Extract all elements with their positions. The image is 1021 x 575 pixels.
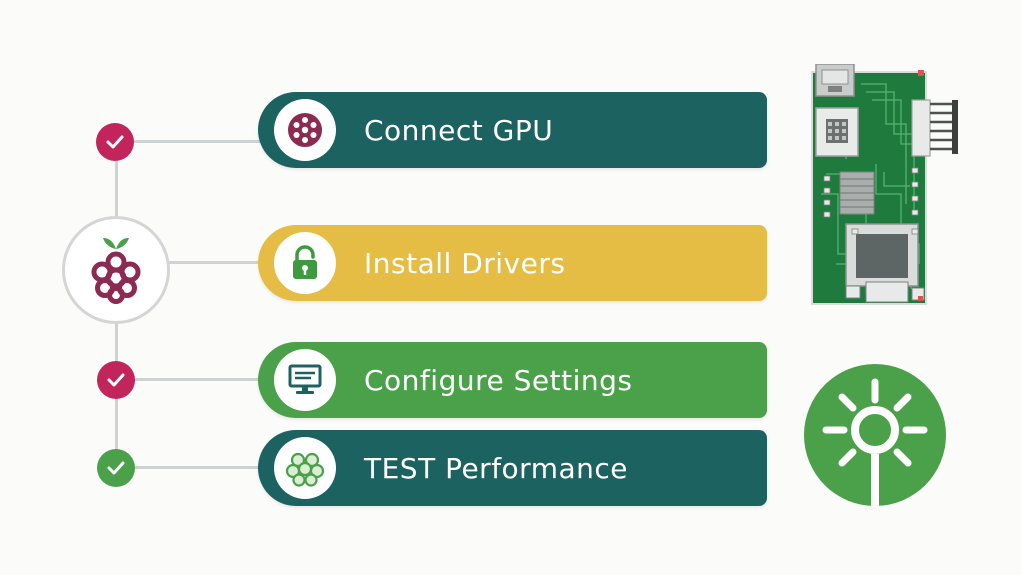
step-icon-disc (274, 232, 336, 294)
step-icon-disc (274, 349, 336, 411)
step-label: Install Drivers (364, 246, 566, 280)
lock-icon (293, 245, 317, 279)
check-icon (97, 449, 135, 487)
connector-step-4 (134, 466, 262, 469)
raspberry-pi-node (62, 216, 170, 324)
step-test-performance[interactable]: TEST Performance (258, 430, 767, 506)
step-label: TEST Performance (364, 451, 629, 485)
raspberry-pi-logo-icon (91, 238, 141, 304)
circuit-board-illustration (806, 63, 966, 308)
check-icon (97, 361, 135, 399)
connector-step-3 (134, 378, 262, 381)
step-connect-gpu[interactable]: Connect GPU (258, 92, 767, 168)
step-icon-disc (274, 437, 336, 499)
circuit-board-icon (811, 63, 958, 305)
settings-badge (804, 364, 946, 506)
connector-step-1 (134, 140, 262, 143)
check-icon (96, 123, 134, 161)
sun-gear-icon (804, 364, 946, 506)
step-icon-disc (274, 99, 336, 161)
step-install-drivers[interactable]: Install Drivers (258, 225, 767, 301)
monitor-icon (288, 364, 322, 394)
connector-step-2 (168, 261, 262, 264)
step-configure-settings[interactable]: Configure Settings (258, 342, 767, 418)
grape-cluster-icon (285, 452, 325, 487)
step-label: Connect GPU (364, 113, 554, 147)
step-label: Configure Settings (364, 363, 633, 397)
raspberry-flower-icon (288, 113, 322, 147)
